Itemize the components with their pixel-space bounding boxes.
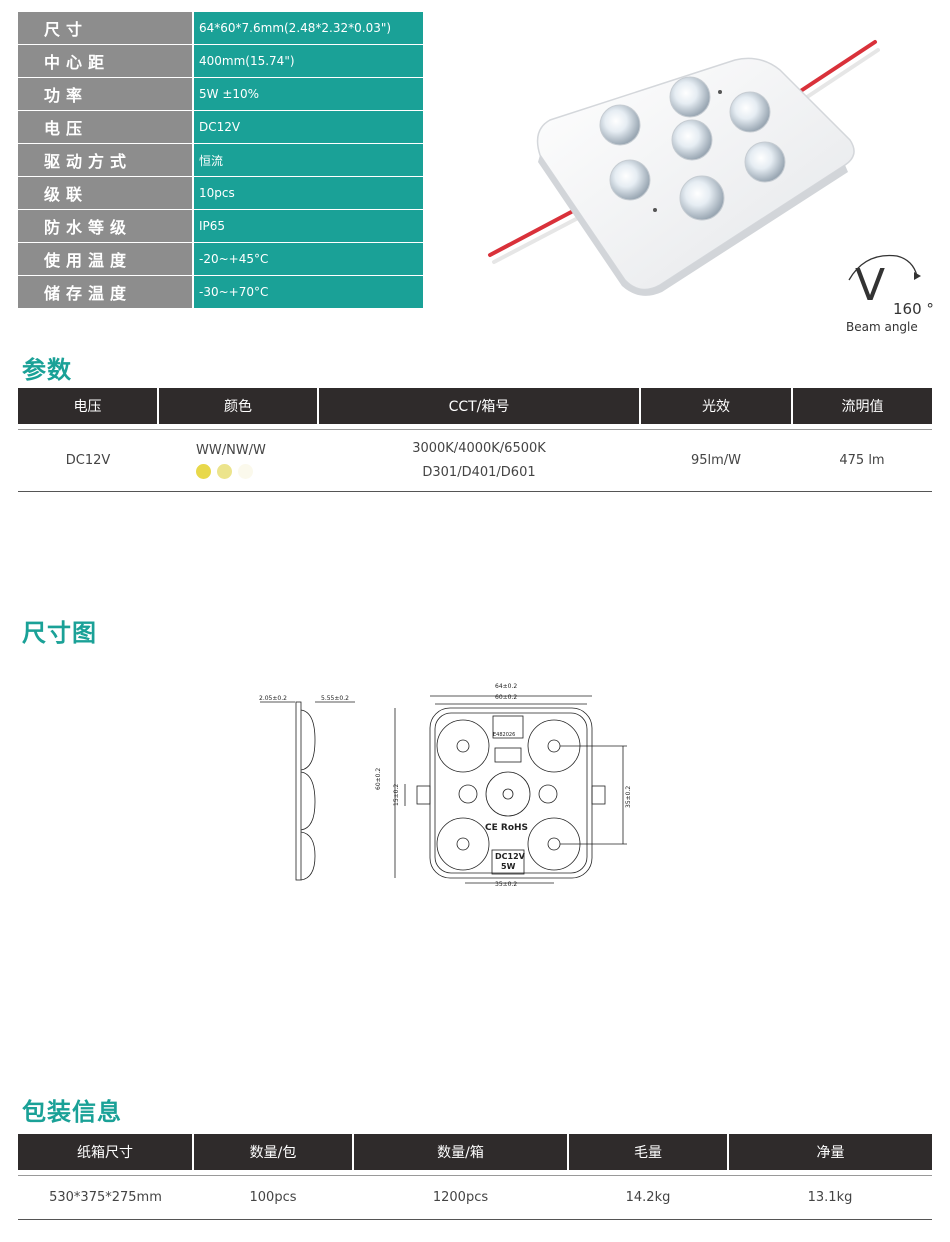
dim-right-h: 35±0.2	[625, 785, 632, 808]
packing-header: 纸箱尺寸	[18, 1134, 193, 1170]
dimension-title: 尺寸图	[22, 619, 97, 647]
params-row: DC12V WW/NW/W 3000K/4000K/6500K D301/D40…	[18, 429, 932, 492]
params-header: 流明值	[791, 388, 932, 424]
cell-lumen: 475 lm	[792, 429, 932, 492]
cell-efficacy: 95lm/W	[640, 429, 792, 492]
spec-label: 使用温度	[18, 242, 194, 276]
spec-row: 使用温度-20~+45°C	[18, 242, 423, 276]
spec-label: 尺寸	[18, 12, 194, 45]
beam-glyph: V	[855, 260, 886, 311]
cell-net-weight: 13.1kg	[728, 1175, 932, 1220]
params-title: 参数	[22, 356, 72, 384]
packing-header: 数量/包	[192, 1134, 353, 1170]
dim-height-inner: 15±0.2	[393, 783, 400, 806]
spec-value: 5W ±10%	[193, 77, 423, 111]
bin-value: D301/D401/D601	[422, 464, 536, 480]
spec-value: -20~+45°C	[193, 242, 423, 276]
lens-group	[599, 76, 786, 221]
beam-angle-icon	[848, 254, 921, 281]
cell-cct: 3000K/4000K/6500K D301/D401/D601	[318, 429, 640, 492]
dim-labels: 2.05±0.2 5.55±0.2 64±0.2 60±0.2 60±0.2 1…	[255, 680, 655, 890]
params-table: 电压 颜色 CCT/箱号 光效 流明值 DC12V WW/NW/W 3000K/…	[18, 388, 932, 492]
spec-label: 驱动方式	[18, 143, 194, 177]
packing-header: 净量	[727, 1134, 932, 1170]
cell-gross-weight: 14.2kg	[568, 1175, 728, 1220]
cell-qty-carton: 1200pcs	[353, 1175, 568, 1220]
spec-label: 级联	[18, 176, 194, 210]
swatch-w	[238, 463, 253, 479]
spec-label: 功率	[18, 77, 194, 111]
spec-row: 驱动方式恒流	[18, 143, 423, 177]
beam-angle-label: Beam angle	[846, 320, 918, 334]
swatch-ww	[196, 463, 211, 479]
cell-voltage: DC12V	[18, 429, 158, 492]
spec-value: 400mm(15.74")	[193, 44, 423, 78]
beam-angle-value: 160 °	[893, 300, 934, 318]
packing-header: 毛量	[567, 1134, 728, 1170]
cell-carton-size: 530*375*275mm	[18, 1175, 193, 1220]
color-text: WW/NW/W	[196, 442, 266, 458]
spec-value: -30~+70°C	[193, 275, 423, 309]
cell-color: WW/NW/W	[158, 429, 318, 492]
params-header: 颜色	[157, 388, 318, 424]
dim-top-inner: 60±0.2	[495, 694, 518, 701]
dim-side-left: 2.05±0.2	[259, 695, 287, 702]
cell-qty-pack: 100pcs	[193, 1175, 353, 1220]
swatch-nw	[217, 463, 232, 479]
packing-table: 纸箱尺寸 数量/包 数量/箱 毛量 净量 530*375*275mm 100pc…	[18, 1134, 932, 1220]
dimension-drawing	[260, 695, 627, 884]
spec-value: 64*60*7.6mm(2.48*2.32*0.03")	[193, 12, 423, 45]
dim-code: E482026	[493, 732, 516, 738]
color-swatches	[158, 463, 318, 479]
spec-value: 恒流	[193, 143, 423, 177]
spec-row: 功率 5W ±10%	[18, 77, 423, 111]
params-header: 光效	[639, 388, 792, 424]
beam-angle-badge: V 160 ° Beam angle	[835, 250, 945, 345]
dim-height-outer: 60±0.2	[375, 767, 382, 790]
packing-header-row: 纸箱尺寸 数量/包 数量/箱 毛量 净量	[18, 1134, 932, 1170]
packing-header: 数量/箱	[352, 1134, 568, 1170]
dim-power: 5W	[501, 862, 516, 871]
dim-voltage: DC12V	[495, 852, 525, 861]
led-module-image	[488, 40, 880, 296]
spec-row: 储存温度-30~+70°C	[18, 275, 423, 309]
spec-label: 储存温度	[18, 275, 194, 309]
dim-bottom-w: 35±0.2	[495, 881, 518, 888]
spec-label: 防水等级	[18, 209, 194, 243]
params-header: 电压	[18, 388, 158, 424]
dim-cert: CE RoHS	[485, 823, 529, 833]
spec-value: IP65	[193, 209, 423, 243]
spec-value: 10pcs	[193, 176, 423, 210]
packing-row: 530*375*275mm 100pcs 1200pcs 14.2kg 13.1…	[18, 1175, 932, 1220]
params-header: CCT/箱号	[317, 388, 640, 424]
spec-label: 中心距	[18, 44, 194, 78]
cct-value: 3000K/4000K/6500K	[412, 440, 546, 456]
params-header-row: 电压 颜色 CCT/箱号 光效 流明值	[18, 388, 932, 424]
spec-value: DC12V	[193, 110, 423, 144]
dim-top-outer: 64±0.2	[495, 683, 518, 690]
dim-side-right: 5.55±0.2	[321, 695, 349, 702]
packing-title: 包装信息	[22, 1098, 122, 1126]
spec-label: 电压	[18, 110, 194, 144]
